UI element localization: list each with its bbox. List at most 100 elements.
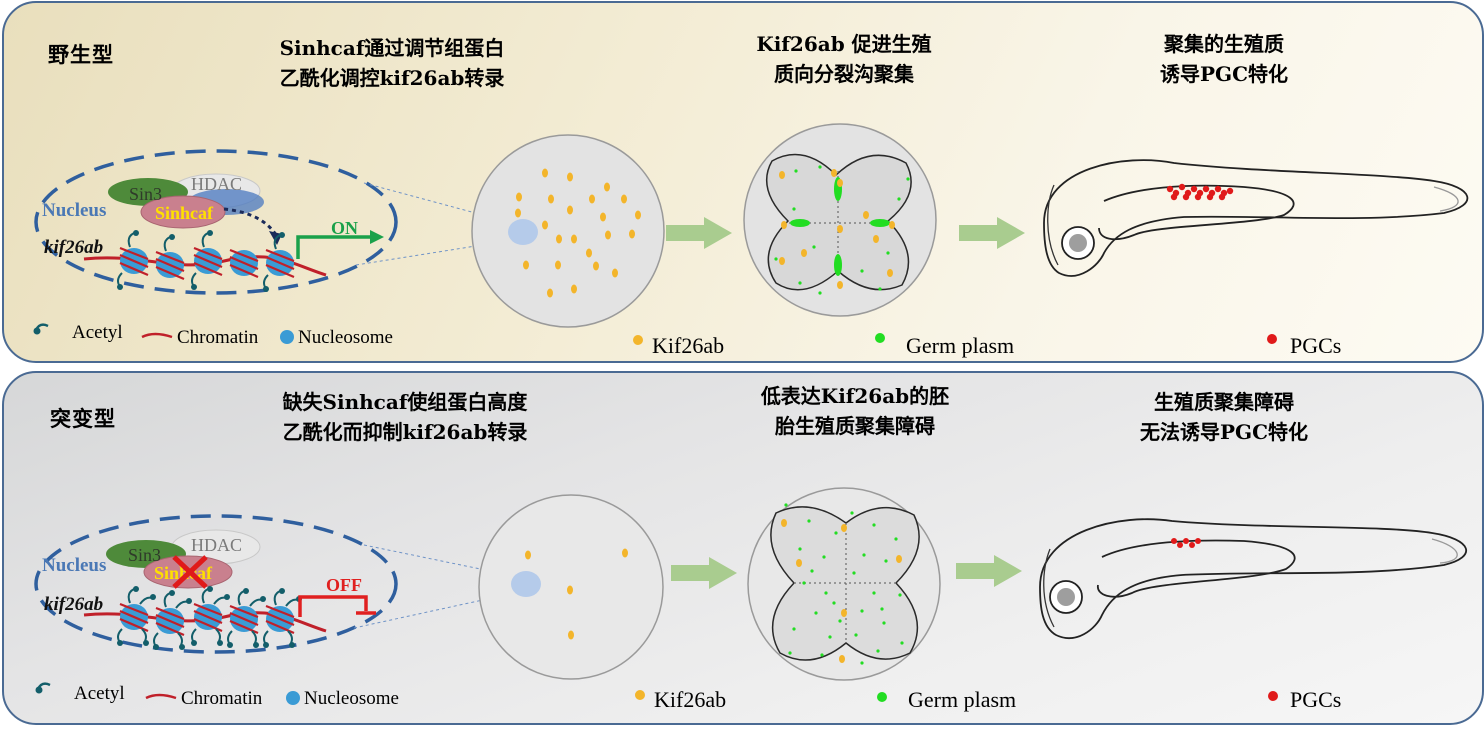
germ-plasm-legend-icon — [875, 333, 885, 343]
kif26ab-dots-four-cell — [781, 519, 902, 663]
pgc-cell — [1218, 193, 1226, 201]
germ-plasm-dot — [774, 257, 778, 261]
nucleosome — [227, 588, 266, 648]
pgc-cluster-reduced — [1171, 538, 1201, 548]
wild-type-label: 野生型 — [48, 42, 114, 67]
germ-plasm-dot — [794, 169, 798, 173]
nucleus-text: Nucleus — [42, 555, 106, 576]
germ-plasm-dot — [860, 609, 864, 613]
germ-plasm-dot — [828, 635, 832, 639]
kif26ab-dot — [896, 555, 902, 563]
mutant-panel: Sin3 HDAC Sinhcaf Nucleus kif26ab OFF — [2, 371, 1484, 725]
kif26ab-dot — [622, 548, 628, 558]
kif26ab-dot — [548, 194, 554, 204]
pgc-cell — [1183, 538, 1189, 544]
kif26ab-dot — [831, 169, 837, 177]
germ-plasm-dot — [878, 287, 882, 291]
pgc-cell — [1166, 185, 1174, 193]
kif26ab-dot — [779, 257, 785, 265]
germ-plasm-dot — [862, 553, 866, 557]
germ-plasm-dot — [852, 571, 856, 575]
mutant-label: 突变型 — [50, 406, 116, 431]
wt-step3-caption: 聚集的生殖质 诱导PGC特化 — [1094, 29, 1354, 89]
germ-plasm-dot — [798, 547, 802, 551]
legend-acetyl: Acetyl — [74, 683, 125, 704]
kif26ab-dot — [571, 284, 577, 294]
pgc-cell — [1195, 538, 1201, 544]
wt-step2-caption-line1: Kif26ab 促进生殖 — [756, 32, 932, 56]
wt-step2-caption-line2: 质向分裂沟聚集 — [774, 62, 914, 86]
acetyl-legend-icon — [35, 682, 51, 694]
wild-type-panel: Sin3 HDAC Sinhcaf Nucleus kif26ab ON — [2, 1, 1484, 363]
legend-kif26ab: Kif26ab — [652, 333, 725, 358]
kif26ab-dot — [779, 171, 785, 179]
germ-plasm-dot — [812, 245, 816, 249]
process-arrow-1 — [666, 217, 732, 249]
nucleosome-row — [117, 230, 295, 292]
germ-plasm-dot — [832, 601, 836, 605]
kif26ab-dot — [555, 260, 561, 270]
deletion-cross-icon — [172, 555, 208, 589]
wt-step3-caption-line1: 聚集的生殖质 — [1164, 32, 1284, 56]
embryo-nucleus — [508, 219, 538, 245]
kif26ab-dot — [887, 269, 893, 277]
pgc-cell — [1178, 183, 1186, 191]
nucleosome — [263, 588, 302, 648]
germ-plasm-dot — [788, 651, 792, 655]
nucleus-outline — [34, 149, 398, 295]
mut-step3-caption-line1: 生殖质聚集障碍 — [1154, 390, 1294, 414]
germ-plasm-dot — [798, 281, 802, 285]
hdac-text: HDAC — [191, 535, 242, 555]
zebrafish-embryo — [1043, 159, 1469, 277]
kif26ab-dot — [837, 225, 843, 233]
kif26ab-dot — [523, 260, 529, 270]
sin3-text: Sin3 — [129, 184, 162, 204]
mutant-illustration: Sin3 HDAC Sinhcaf Nucleus kif26ab OFF — [34, 487, 1467, 705]
kif26ab-dot — [612, 268, 618, 278]
wt-step1-caption: Sinhcaf通过调节组蛋白 乙酰化调控kif26ab转录 — [242, 33, 542, 93]
on-switch-arrowhead — [370, 230, 384, 244]
nucleosome — [117, 586, 156, 646]
germ-plasm-dot — [854, 633, 858, 637]
legend-pgcs: PGCs — [1290, 333, 1342, 358]
zebrafish-embryo — [1039, 518, 1467, 639]
germ-plasm-dot — [820, 653, 824, 657]
legend-kif26ab: Kif26ab — [654, 687, 727, 712]
sinhcaf-blob — [140, 195, 226, 229]
kif26ab-dot — [781, 519, 787, 527]
kif26ab-dots — [525, 548, 628, 640]
legend-germ-plasm: Germ plasm — [906, 333, 1015, 358]
regulation-arrow — [223, 207, 278, 236]
pgc-cell — [1171, 538, 1177, 544]
pgc-cell — [1177, 542, 1183, 548]
germ-plasm-dot — [850, 511, 854, 515]
kif26ab-dot — [781, 221, 787, 229]
wild-type-illustration: Sin3 HDAC Sinhcaf Nucleus kif26ab ON — [33, 123, 1469, 345]
germ-plasm-dot — [898, 593, 902, 597]
germ-plasm-dot — [860, 269, 864, 273]
process-arrow-2 — [959, 217, 1025, 249]
pgc-cell — [1214, 185, 1222, 193]
wt-step1-caption-line2: 乙酰化调控kif26ab转录 — [279, 66, 505, 90]
kif26ab-dot — [515, 208, 521, 218]
mut-step2-caption: 低表达Kif26ab的胚 胎生殖质聚集障碍 — [720, 381, 990, 441]
kif26ab-legend-icon — [633, 335, 643, 345]
kif26ab-dot — [571, 234, 577, 244]
wt-step3-caption-line2: 诱导PGC特化 — [1159, 62, 1289, 86]
pgc-cell — [1202, 185, 1210, 193]
germ-plasm-dot — [882, 621, 886, 625]
germ-plasm-dot — [872, 523, 876, 527]
kif26ab-dot — [567, 172, 573, 182]
kif26ab-dots — [515, 168, 641, 298]
germ-plasm-dot — [814, 611, 818, 615]
nucleosome — [153, 590, 192, 650]
kif26ab-dot — [567, 585, 573, 595]
hdac-text: HDAC — [191, 174, 242, 194]
off-switch-text: OFF — [326, 575, 362, 595]
mut-step3-caption-line2: 无法诱导PGC特化 — [1139, 420, 1309, 444]
germ-plasm-dot — [876, 649, 880, 653]
germ-plasm-dot — [872, 591, 876, 595]
pgc-cluster — [1166, 183, 1234, 201]
germ-plasm-dot — [824, 591, 828, 595]
sinhcaf-text: Sinhcaf — [155, 203, 214, 223]
